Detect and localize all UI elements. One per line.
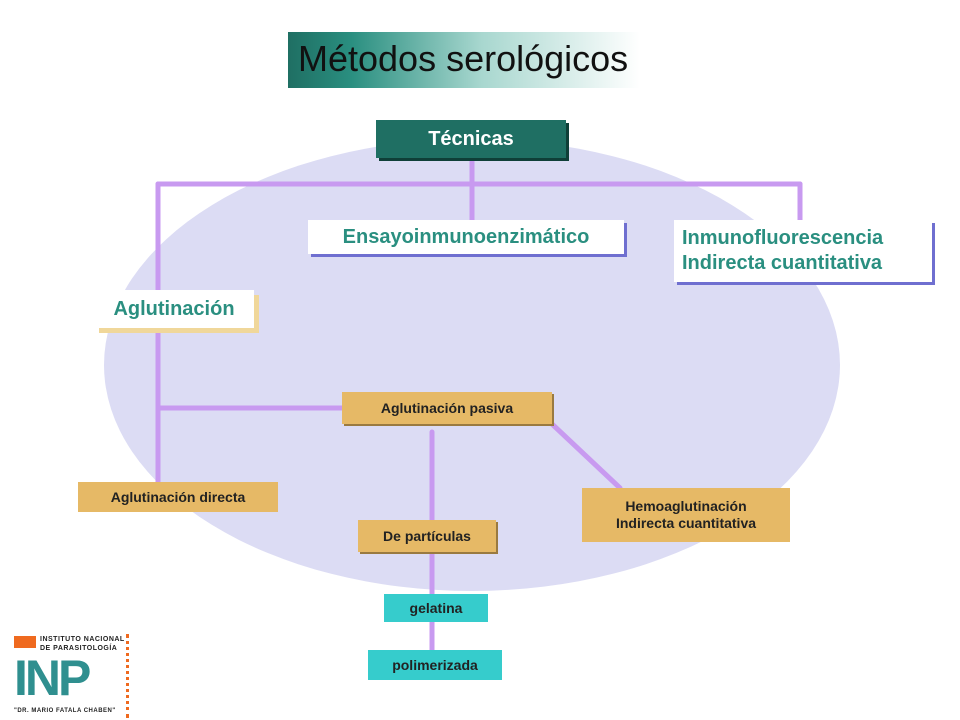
node-ifi-line1: Inmunofluorescencia	[682, 227, 884, 249]
logo-line2: DE PARASITOLOGÍA	[40, 645, 118, 652]
background-ellipse	[104, 139, 840, 591]
node-hemo-line2: Indirecta cuantitativa	[615, 515, 757, 531]
logo-letters: INP	[14, 650, 91, 706]
node-aglutinacion-pasiva: Aglutinación pasiva	[342, 392, 552, 424]
page-title: Métodos serológicos	[298, 38, 629, 79]
node-elisa: Ensayoinmunoenzimático	[308, 220, 624, 254]
node-polimerizada: polimerizada	[368, 650, 502, 680]
node-ifi: Inmunofluorescencia Indirecta cuantitati…	[674, 220, 932, 282]
inp-logo: INSTITUTO NACIONAL DE PARASITOLOGÍA INP …	[14, 634, 134, 718]
node-ifi-line2: Indirecta cuantitativa	[682, 252, 883, 274]
logo-line1: INSTITUTO NACIONAL	[40, 636, 125, 643]
logo-line3: "DR. MARIO FATALA CHABEN"	[14, 708, 116, 714]
node-de-particulas: De partículas	[358, 520, 496, 552]
logo-dotted-rule	[126, 634, 132, 718]
connector-hemo	[549, 421, 623, 491]
node-tecnicas: Técnicas	[376, 120, 566, 158]
logo-orange-block	[14, 636, 36, 648]
node-hemoaglutinacion: Hemoaglutinación Indirecta cuantitativa	[582, 488, 790, 542]
node-aglutinacion-directa: Aglutinación directa	[78, 482, 278, 512]
node-aglutinacion: Aglutinación	[94, 290, 254, 328]
node-hemo-line1: Hemoaglutinación	[625, 498, 747, 515]
title-banner	[288, 32, 640, 88]
node-gelatina: gelatina	[384, 594, 488, 622]
